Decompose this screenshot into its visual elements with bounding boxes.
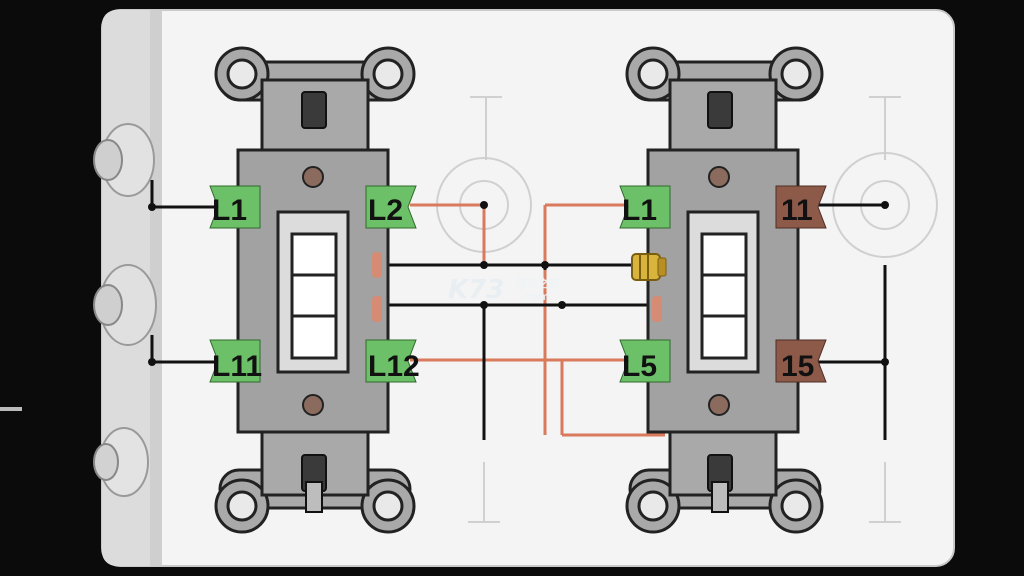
left-switch-upper-rivet xyxy=(302,166,324,188)
right-terminal-top-right-label: 11 xyxy=(781,194,813,227)
wire-junctions xyxy=(148,201,889,366)
left-terminal-top-right-label: L2 xyxy=(368,194,403,227)
left-terminal-top-left[interactable]: L1 xyxy=(209,185,261,229)
left-terminal-bottom-right-label: L12 xyxy=(368,350,420,383)
left-switch-top-screw xyxy=(301,91,327,129)
right-switch-top-screw xyxy=(707,91,733,129)
right-switch-upper-rivet xyxy=(708,166,730,188)
brass-plug[interactable] xyxy=(631,253,667,281)
left-terminal-bottom-right[interactable]: L12 xyxy=(365,339,420,383)
left-edge-mark xyxy=(0,407,22,411)
k73-watermark: K73 游戏之家 .com xyxy=(448,275,561,305)
left-terminal-top-right[interactable]: L2 xyxy=(365,185,417,229)
left-knockout-middle xyxy=(93,264,157,346)
right-switch-toggle[interactable] xyxy=(700,232,748,360)
right-terminal-bottom-left-label: L5 xyxy=(622,350,657,383)
watermark-domain: .com xyxy=(520,290,550,303)
right-switch-lower-rivet xyxy=(708,394,730,416)
right-terminal-top-left[interactable]: L1 xyxy=(619,185,671,229)
right-terminal-bottom-right-label: 15 xyxy=(781,350,814,383)
right-terminal-bottom-right[interactable]: 15 xyxy=(775,339,827,383)
right-terminal-bottom-left[interactable]: L5 xyxy=(619,339,671,383)
watermark-cn: 游戏之家 xyxy=(516,276,561,290)
left-terminal-bottom-left-label: L11 xyxy=(212,350,262,383)
watermark-logo: K73 xyxy=(448,275,504,305)
right-terminal-top-left-label: L1 xyxy=(622,194,657,227)
left-switch-lower-rivet xyxy=(302,394,324,416)
right-terminal-top-right[interactable]: 11 xyxy=(775,185,827,229)
left-switch-toggle[interactable] xyxy=(290,232,338,360)
left-terminal-bottom-left[interactable]: L11 xyxy=(209,339,262,383)
left-switch[interactable] xyxy=(214,46,416,534)
right-switch[interactable] xyxy=(625,46,824,534)
left-terminal-top-left-label: L1 xyxy=(212,194,247,227)
left-knockout-bottom xyxy=(93,427,149,497)
left-knockout-top xyxy=(93,123,155,197)
